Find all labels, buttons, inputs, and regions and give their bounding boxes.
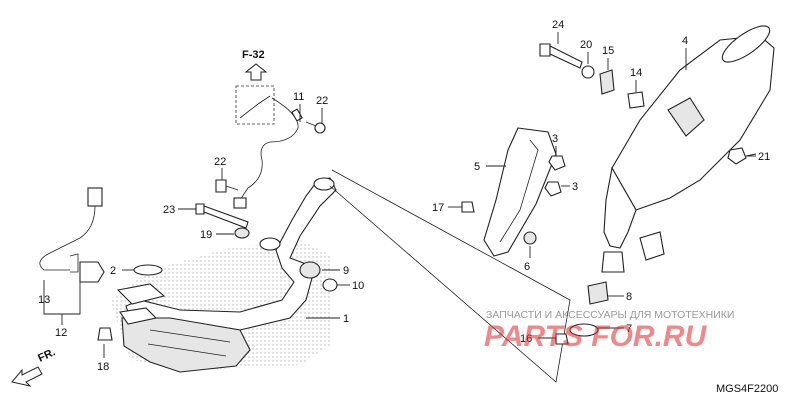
callout-17: 17: [432, 202, 444, 214]
muffler-cone: [603, 166, 637, 249]
callout-16: 16: [520, 333, 532, 345]
callout-22a: 22: [316, 95, 328, 107]
callout-3b: 3: [572, 181, 578, 193]
nut-3-lower: [544, 181, 562, 197]
wire-bracket: [233, 197, 247, 209]
o2-sensor: [79, 261, 105, 283]
sensor-wire: [239, 97, 299, 201]
callout-5: 5: [474, 161, 480, 173]
rubber-mount-9: [299, 261, 321, 279]
washer-19: [234, 227, 250, 239]
bolt-24-shaft: [549, 45, 583, 69]
wire-clip: [291, 108, 303, 122]
callout-8: 8: [626, 291, 632, 303]
muffler-end-cap: [721, 25, 771, 63]
watermark-brand: PARTS FOR.RU: [484, 320, 708, 353]
gasket-2: [133, 264, 163, 276]
callout-3a: 3: [552, 133, 558, 145]
collar-14: [627, 91, 645, 109]
callout-6: 6: [524, 261, 530, 273]
catalyst-chamber: [121, 317, 251, 373]
washer-20: [581, 65, 595, 79]
pipe-clamp: [259, 237, 281, 251]
nut-21: [727, 147, 747, 165]
callout-15: 15: [602, 45, 614, 57]
rubber-15: [599, 69, 615, 95]
muffler-bracket: [639, 231, 665, 261]
callout-18: 18: [97, 361, 109, 373]
bolt-16: [555, 333, 569, 345]
callout-23: 23: [163, 204, 175, 216]
flange-lower: [119, 307, 158, 325]
collar-6: [523, 231, 537, 245]
callout-11: 11: [293, 91, 304, 103]
bolt-22-mid: [215, 179, 227, 193]
collar-8: [587, 281, 609, 305]
bolt-23-shaft: [203, 205, 249, 229]
muffler-inlet: [601, 251, 625, 273]
callout-7: 7: [626, 323, 632, 335]
nut-18: [97, 327, 113, 341]
flange: [116, 283, 166, 305]
bolt-23-head: [195, 203, 205, 215]
callout-1: 1: [343, 313, 349, 325]
reference-label: F-32: [242, 49, 265, 61]
muffler-mount-plate: [667, 97, 705, 137]
bolt-22-top: [314, 122, 326, 134]
callout-19: 19: [200, 229, 212, 241]
callout-4: 4: [682, 35, 688, 47]
callout-13a: 13: [38, 294, 50, 306]
nut-3-upper: [548, 155, 566, 171]
watermark-tagline: ЗАПЧАСТИ И АКСЕССУАРЫ ДЛЯ МОТОТЕХНИКИ: [486, 309, 734, 321]
callout-10: 10: [352, 280, 364, 292]
callout-14: 14: [630, 67, 642, 79]
front-label: FR.: [36, 346, 57, 364]
callout-21: 21: [758, 151, 770, 163]
callout-24: 24: [552, 19, 564, 31]
front-arrow-icon: [11, 366, 43, 387]
reference-box: [235, 85, 275, 125]
callout-12: 12: [55, 327, 67, 339]
callout-20: 20: [580, 39, 592, 51]
sensor-lead: [39, 205, 96, 271]
bolt-24-head: [539, 43, 551, 57]
callout-2: 2: [110, 265, 116, 277]
bolt-17: [461, 201, 475, 213]
reference-wire: [239, 95, 271, 119]
up-arrow-icon: [244, 63, 268, 81]
callout-22b: 22: [214, 156, 226, 168]
sensor-connector: [87, 187, 103, 207]
heat-shield: [483, 127, 557, 257]
pipe-inlet: [313, 177, 335, 191]
drawing-code: MGS4F2200: [716, 383, 778, 395]
clamp-7: [569, 323, 599, 337]
callout-9: 9: [343, 265, 349, 277]
collar-10: [322, 278, 338, 292]
